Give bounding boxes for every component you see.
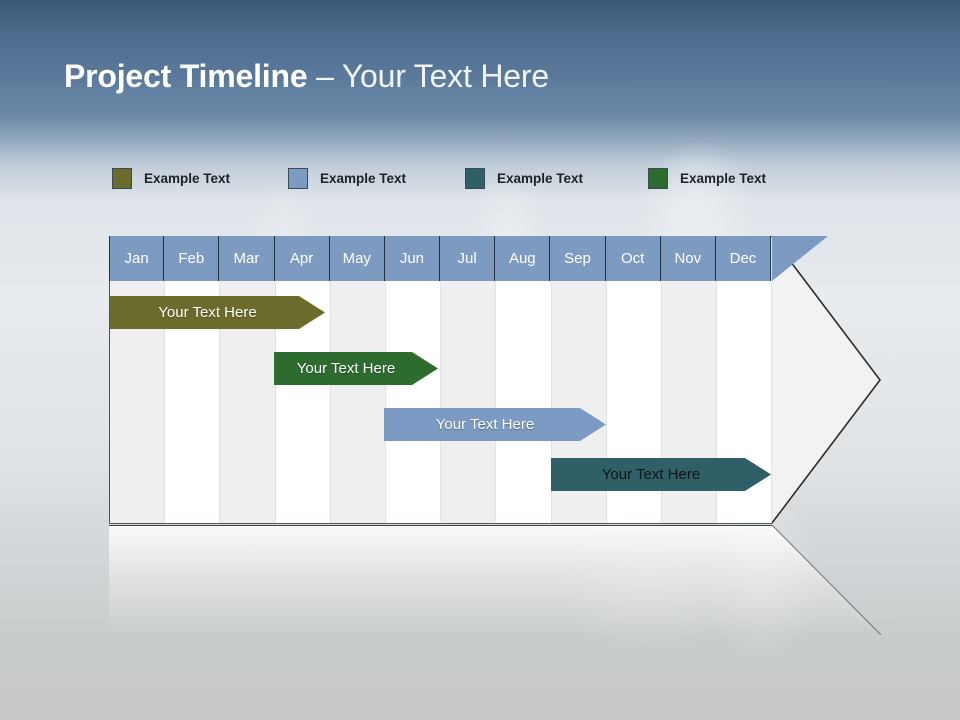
timeline-column: [441, 237, 497, 523]
legend-color-swatch: [465, 167, 485, 189]
legend-item[interactable]: Example Text: [648, 166, 766, 190]
legend-color-swatch: [288, 167, 308, 189]
column-divider: [219, 237, 221, 523]
month-header-oct[interactable]: Oct: [605, 236, 661, 281]
background-photo-ghost: [700, 500, 820, 670]
timeline-task-bar[interactable]: Your Text Here: [384, 408, 606, 441]
month-header-apr[interactable]: Apr: [274, 236, 330, 281]
column-divider: [495, 237, 497, 523]
column-divider: [605, 237, 607, 523]
timeline-column: [496, 237, 552, 523]
legend-item[interactable]: Example Text: [465, 166, 583, 190]
column-divider: [440, 237, 442, 523]
timeline-task-label: Your Text Here: [435, 416, 535, 433]
column-divider: [660, 237, 662, 523]
timeline-task-bar[interactable]: Your Text Here: [551, 458, 771, 491]
arrow-reflection: [109, 525, 881, 635]
legend-item-label: Example Text: [320, 170, 407, 186]
legend-item-label: Example Text: [680, 170, 767, 186]
page-title: Project Timeline – Your Text Here: [64, 58, 549, 95]
month-header-feb[interactable]: Feb: [164, 236, 220, 281]
timeline-column: [165, 237, 221, 523]
timeline-task-label: Your Text Here: [601, 466, 701, 483]
legend-item-label: Example Text: [497, 170, 584, 186]
timeline-task-bar[interactable]: Your Text Here: [110, 296, 325, 329]
page-title-secondary: – Your Text Here: [316, 58, 549, 94]
month-header-dec[interactable]: Dec: [715, 236, 772, 281]
timeline-column: [110, 237, 166, 523]
month-header-jan[interactable]: Jan: [109, 236, 165, 281]
column-divider: [771, 237, 772, 523]
legend-item[interactable]: Example Text: [288, 166, 406, 190]
column-divider: [550, 237, 552, 523]
page-title-primary: Project Timeline: [64, 58, 317, 94]
legend-item-label: Example Text: [144, 170, 231, 186]
legend-color-swatch: [112, 167, 132, 189]
timeline-task-label: Your Text Here: [296, 360, 396, 377]
month-header-nov[interactable]: Nov: [660, 236, 716, 281]
month-header-aug[interactable]: Aug: [495, 236, 551, 281]
column-divider: [716, 237, 718, 523]
legend: Example Text Example Text Example Text Exam…: [112, 166, 892, 196]
legend-item[interactable]: Example Text: [112, 166, 230, 190]
month-header-mar[interactable]: Mar: [219, 236, 275, 281]
column-divider: [164, 237, 166, 523]
month-header-jun[interactable]: Jun: [384, 236, 441, 281]
background-photo-ghost: [560, 520, 740, 660]
legend-color-swatch: [648, 167, 668, 189]
month-header-sep[interactable]: Sep: [550, 236, 606, 281]
timeline-task-bar[interactable]: Your Text Here: [274, 352, 438, 385]
timeline-task-label: Your Text Here: [158, 304, 257, 321]
month-header-may[interactable]: May: [329, 236, 385, 281]
month-header-jul[interactable]: Jul: [440, 236, 496, 281]
